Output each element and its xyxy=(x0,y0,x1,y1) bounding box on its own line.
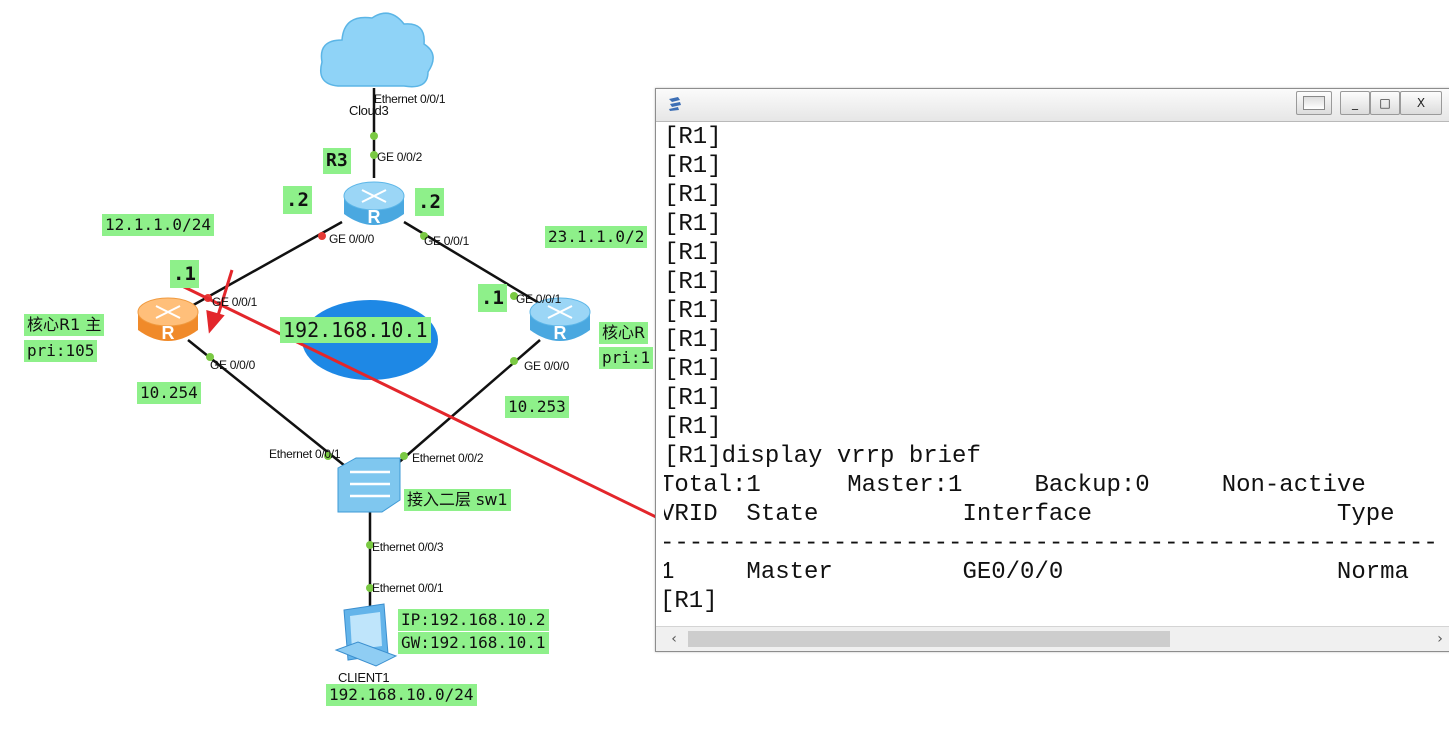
client-port-label: Ethernet 0/0/1 xyxy=(372,581,444,595)
restore-layout-button[interactable] xyxy=(1296,91,1332,115)
console-line: ----------------------------------------… xyxy=(664,530,1438,557)
port-dot-up xyxy=(206,353,214,361)
r1-ip-tag: .1 xyxy=(170,260,199,288)
layout-icon xyxy=(1303,96,1325,110)
router-icon[interactable]: R xyxy=(343,181,405,227)
pc-icon[interactable] xyxy=(334,603,398,667)
r3-port-label: GE 0/0/2 xyxy=(377,150,422,164)
console-line: [R1] xyxy=(664,414,722,441)
r2-lan-ip-tag: 10.253 xyxy=(505,396,569,418)
r1-port-label: GE 0/0/1 xyxy=(212,295,257,309)
link-r3-r1 xyxy=(187,220,343,310)
r1-priority-tag: pri:105 xyxy=(24,340,98,362)
scrollbar-thumb[interactable] xyxy=(688,631,1170,647)
port-dot-up xyxy=(420,232,428,240)
console-output[interactable]: [R1][R1][R1][R1][R1][R1][R1][R1][R1][R1]… xyxy=(664,123,1449,623)
svg-text:R: R xyxy=(162,323,175,343)
console-line: [R1] xyxy=(664,211,722,238)
maximize-button[interactable]: □ xyxy=(1370,91,1400,115)
cloud-name-label: Cloud3 xyxy=(349,103,389,118)
console-line: [R1] xyxy=(664,240,722,267)
r3-right-ip-tag: .2 xyxy=(415,188,444,216)
switch-name-tag: 接入二层 sw1 xyxy=(404,489,511,511)
link-r1-sw xyxy=(187,339,351,471)
port-dot-up xyxy=(366,584,374,592)
r3-left-ip-tag: .2 xyxy=(283,186,312,214)
port-dot-down xyxy=(318,232,326,240)
console-line: [R1]display vrrp brief xyxy=(664,443,981,470)
net-left-tag: 12.1.1.0/24 xyxy=(102,214,214,236)
net-right-tag: 23.1.1.0/2 xyxy=(545,226,648,248)
port-dot-up xyxy=(370,151,378,159)
r2-ip-tag: .1 xyxy=(478,284,507,312)
r1-port-label: GE 0/0/0 xyxy=(210,358,255,372)
console-line: [R1] xyxy=(664,124,722,151)
console-line: Total:1 Master:1 Backup:0 Non-active xyxy=(664,472,1366,499)
arrow-down-to-r1 xyxy=(214,269,234,323)
port-dot-up xyxy=(400,452,408,460)
r1-name-tag: 核心R1 主 xyxy=(24,314,105,336)
port-dot-up xyxy=(510,292,518,300)
sw-port-label: Ethernet 0/0/2 xyxy=(412,451,484,465)
minimize-button[interactable]: _ xyxy=(1340,91,1370,115)
console-line: [R1] xyxy=(664,356,722,383)
r3-port-label: GE 0/0/1 xyxy=(424,234,469,248)
svg-text:R: R xyxy=(368,207,381,227)
port-dots xyxy=(204,132,518,592)
arrowhead xyxy=(206,309,225,334)
r2-name-tag: 核心R xyxy=(599,322,649,344)
router-icon[interactable]: R xyxy=(137,297,199,343)
console-line: [R1] xyxy=(664,298,722,325)
console-line: [R1] xyxy=(664,588,718,615)
terminal-window[interactable]: _ □ X [R1][R1][R1][R1][R1][R1][R1][R1][R… xyxy=(655,88,1449,652)
console-line: VRID State Interface Type xyxy=(664,501,1395,528)
console-line: [R1] xyxy=(664,269,722,296)
r2-priority-tag: pri:1 xyxy=(599,347,654,369)
console-line: 1 Master GE0/0/0 Norma xyxy=(664,559,1409,586)
close-button[interactable]: X xyxy=(1400,91,1442,115)
cloud-port-label: Ethernet 0/0/1 xyxy=(374,92,446,106)
terminal-titlebar[interactable]: _ □ X xyxy=(656,89,1449,122)
sw-port-label: Ethernet 0/0/3 xyxy=(372,540,444,554)
port-dot-up xyxy=(366,541,374,549)
r2-port-label: GE 0/0/1 xyxy=(516,292,561,306)
console-line: [R1] xyxy=(664,385,722,412)
vip-tag: 192.168.10.1 xyxy=(280,317,431,343)
port-dot-up xyxy=(324,452,332,460)
r3-name-tag: R3 xyxy=(323,148,351,174)
scroll-left-button[interactable]: ‹ xyxy=(671,631,677,647)
app-icon xyxy=(669,97,681,111)
arrow-r1-to-terminal xyxy=(177,282,737,558)
svg-text:R: R xyxy=(554,323,567,343)
r1-lan-ip-tag: 10.254 xyxy=(137,382,201,404)
port-dot-up xyxy=(370,132,378,140)
cloud-icon[interactable] xyxy=(320,12,434,88)
switch-icon[interactable] xyxy=(337,457,401,513)
client-ip-tag: IP:192.168.10.2 xyxy=(398,609,549,631)
console-line: [R1] xyxy=(664,327,722,354)
console-line: [R1] xyxy=(664,153,722,180)
router-icon[interactable]: R xyxy=(529,297,591,343)
client-gw-tag: GW:192.168.10.1 xyxy=(398,632,549,654)
lan-network-tag: 192.168.10.0/24 xyxy=(326,684,477,706)
port-dot-up xyxy=(510,357,518,365)
r3-port-label: GE 0/0/0 xyxy=(329,232,374,246)
r2-port-label: GE 0/0/0 xyxy=(524,359,569,373)
client-name-label: CLIENT1 xyxy=(338,670,390,685)
console-line: [R1] xyxy=(664,182,722,209)
scroll-right-button[interactable]: › xyxy=(1437,631,1443,647)
sw-port-label: Ethernet 0/0/1 xyxy=(269,447,341,461)
horizontal-scrollbar[interactable]: ‹ › xyxy=(656,626,1449,651)
